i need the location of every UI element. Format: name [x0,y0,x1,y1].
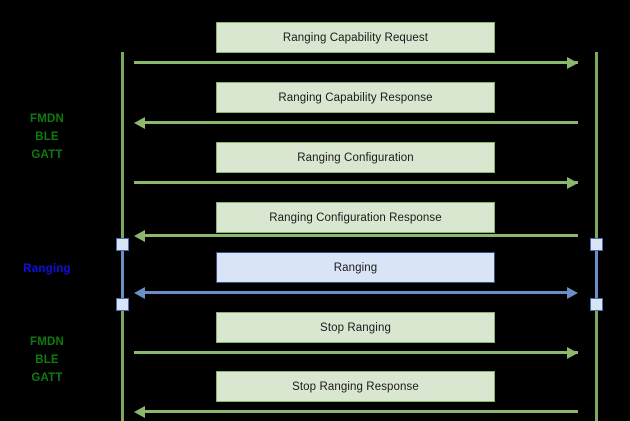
message-arrow-line-stop-ranging-response [140,410,578,413]
message-label: Ranging Configuration [297,151,414,164]
message-label: Ranging Configuration Response [269,211,442,224]
message-arrow-line-ranging-configuration [134,181,578,184]
message-arrow-head-ranging-right [567,286,578,299]
message-arrow-line-ranging-capability-request [134,61,578,64]
activation-box-left-end [116,298,129,311]
message-box-ranging-capability-request[interactable]: Ranging Capability Request [216,22,495,53]
activation-box-left-start [116,238,129,251]
message-arrow-line-stop-ranging [134,351,578,354]
activation-box-right-end [590,298,603,311]
message-label: Ranging [333,261,378,274]
left-lifeline-green-lower [121,305,124,421]
activation-box-right-start [590,238,603,251]
message-arrow-head-stop-ranging-response [134,405,145,418]
message-arrow-head-ranging-configuration [567,176,578,189]
phase-label-fmdn-ble-gatt-top: FMDN BLE GATT [8,110,86,164]
phase-label-fmdn-ble-gatt-bottom: FMDN BLE GATT [8,333,86,387]
phase-label-line: BLE [35,131,59,143]
message-arrow-line-ranging-capability-response [140,121,578,124]
phase-label-line: Ranging [23,263,71,275]
left-lifeline-green-upper [121,52,124,244]
phase-label-line: BLE [35,354,59,366]
right-lifeline-green-lower [595,305,598,421]
message-arrow-head-ranging-capability-request [567,56,578,69]
message-box-ranging-configuration[interactable]: Ranging Configuration [216,142,495,173]
message-box-stop-ranging[interactable]: Stop Ranging [216,312,495,343]
message-box-stop-ranging-response[interactable]: Stop Ranging Response [216,371,495,402]
message-box-ranging[interactable]: Ranging [216,252,495,283]
message-label: Stop Ranging Response [292,380,419,393]
message-label: Stop Ranging [320,321,391,334]
phase-label-ranging: Ranging [8,260,86,278]
message-box-ranging-configuration-response[interactable]: Ranging Configuration Response [216,202,495,233]
message-arrow-head-ranging-configuration-response [134,229,145,242]
message-label: Ranging Capability Request [282,31,429,44]
phase-label-line: GATT [31,149,63,161]
message-label: Ranging Capability Response [278,91,433,104]
message-arrow-line-ranging-configuration-response [140,234,578,237]
message-arrow-head-stop-ranging [567,346,578,359]
message-arrow-line-ranging [140,291,572,294]
right-lifeline-blue-ranging [595,244,598,305]
message-arrow-head-ranging-left [134,286,145,299]
message-arrow-head-ranging-capability-response [134,116,145,129]
left-lifeline-blue-ranging [121,244,124,305]
right-lifeline-green-upper [595,52,598,244]
phase-label-line: FMDN [29,336,64,348]
message-box-ranging-capability-response[interactable]: Ranging Capability Response [216,82,495,113]
phase-label-line: GATT [31,372,63,384]
phase-label-line: FMDN [29,113,64,125]
